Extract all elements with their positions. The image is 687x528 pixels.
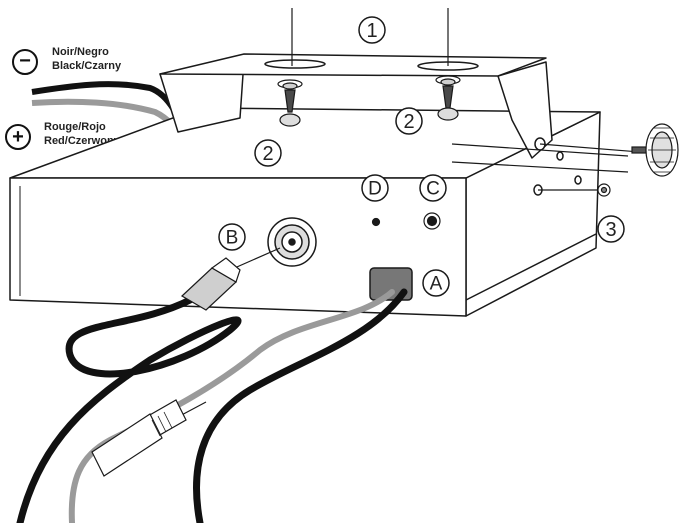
negative-label-line2: Black/Czarny bbox=[52, 60, 122, 72]
callout-2-right: 2 bbox=[395, 107, 423, 135]
plus-sign: + bbox=[12, 126, 24, 148]
callout-d: D bbox=[361, 174, 389, 202]
callout-2-right-label: 2 bbox=[403, 111, 414, 133]
wire-legend: − Noir/Negro Black/Czarny + Rouge/Rojo R… bbox=[5, 46, 122, 150]
negative-label-line1: Noir/Negro bbox=[52, 46, 109, 58]
callout-c: C bbox=[419, 174, 447, 202]
callout-3-label: 3 bbox=[605, 219, 616, 241]
callout-d-circle bbox=[361, 174, 389, 202]
knob-axis-line bbox=[539, 143, 641, 153]
jack-d-hole bbox=[371, 217, 381, 227]
jack-d bbox=[371, 217, 381, 227]
positive-label-line1: Rouge/Rojo bbox=[44, 121, 106, 133]
screw-right-head bbox=[440, 78, 456, 86]
jack-c-inner bbox=[426, 215, 438, 227]
callout-a: A bbox=[422, 269, 450, 297]
antenna-socket-pin bbox=[288, 238, 296, 246]
callout-b-label: B bbox=[226, 228, 239, 249]
washer-hole bbox=[600, 186, 608, 194]
antenna-plug bbox=[181, 247, 281, 311]
callout-a-label: A bbox=[430, 274, 443, 295]
antenna-plug-guide bbox=[229, 247, 281, 271]
callout-1-circle bbox=[358, 16, 386, 44]
antenna-plug-tip bbox=[210, 257, 241, 283]
side-hole-3 bbox=[574, 175, 582, 185]
side-hole-2 bbox=[556, 151, 564, 161]
callout-3: 3 bbox=[597, 215, 625, 243]
minus-icon bbox=[12, 49, 38, 75]
power-cable-gray bbox=[68, 289, 395, 526]
callout-3-circle bbox=[597, 215, 625, 243]
screw-left-head bbox=[282, 82, 298, 90]
screw-right-shaft bbox=[442, 85, 454, 109]
power-cable-black bbox=[193, 288, 408, 527]
cables bbox=[16, 288, 408, 527]
callouts: 1 2 2 3 A B C D bbox=[218, 16, 625, 297]
screw-left bbox=[277, 79, 303, 127]
fuse-holder-body bbox=[91, 413, 163, 477]
fuse-holder bbox=[91, 399, 207, 477]
plus-icon bbox=[5, 124, 31, 150]
side-panel-crease bbox=[465, 233, 597, 301]
screw-left-hole bbox=[279, 113, 301, 127]
knob-guide-top bbox=[451, 143, 629, 157]
bracket-slot-left bbox=[264, 59, 326, 69]
callout-a-circle bbox=[422, 269, 450, 297]
callout-2-left-label: 2 bbox=[262, 143, 273, 165]
knob-shaft bbox=[631, 146, 647, 154]
callout-b: B bbox=[218, 223, 246, 251]
knob-ridges bbox=[648, 127, 676, 173]
fuse-holder-ridges bbox=[151, 411, 173, 437]
bracket-top-plate bbox=[159, 53, 547, 77]
callout-2-right-circle bbox=[395, 107, 423, 135]
callout-d-label: D bbox=[368, 179, 382, 200]
screw-right bbox=[435, 75, 461, 121]
mounting-bracket bbox=[159, 53, 582, 196]
callout-1: 1 bbox=[358, 16, 386, 44]
antenna-socket bbox=[267, 217, 317, 267]
screw-left-shaft bbox=[284, 89, 296, 113]
antenna-cable bbox=[16, 296, 242, 527]
callout-c-label: C bbox=[426, 179, 440, 200]
callout-1-label: 1 bbox=[366, 20, 377, 42]
negative-legend: − Noir/Negro Black/Czarny bbox=[12, 46, 122, 75]
screw-guide-lines bbox=[291, 8, 449, 66]
knob-assembly bbox=[451, 123, 679, 197]
jack-c bbox=[423, 212, 441, 230]
knob-guide-bottom bbox=[451, 161, 629, 173]
callout-2-left: 2 bbox=[254, 139, 282, 167]
minus-sign: − bbox=[19, 50, 31, 72]
callout-b-circle bbox=[218, 223, 246, 251]
callout-c-circle bbox=[419, 174, 447, 202]
screw-right-hole bbox=[437, 107, 459, 121]
callout-2-left-circle bbox=[254, 139, 282, 167]
